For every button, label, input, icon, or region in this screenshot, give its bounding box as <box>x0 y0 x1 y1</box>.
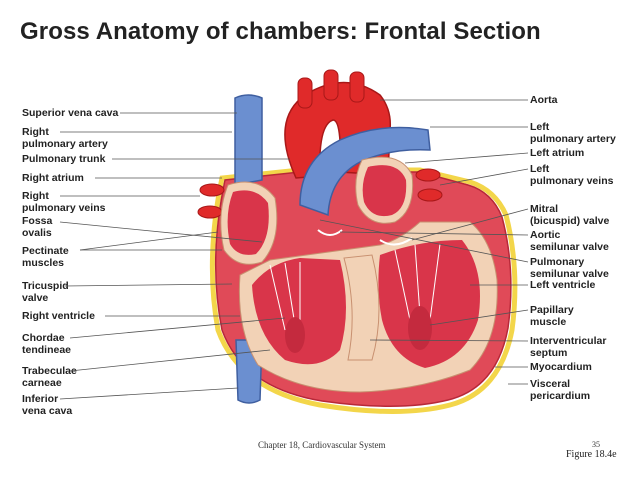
label-left-pulmonary-veins: Left pulmonary veins <box>530 163 614 187</box>
label-aorta: Aorta <box>530 94 558 106</box>
label-aortic-semilunar-valve: Aortic semilunar valve <box>530 229 609 253</box>
pulmonary-trunk-vessel <box>299 126 431 217</box>
label-pulmonary-trunk: Pulmonary trunk <box>22 153 106 165</box>
left-pulmonary-vein-2 <box>417 188 443 202</box>
left-ventricle-chamber <box>378 240 480 368</box>
interventricular-septum-wall <box>343 254 380 361</box>
aortic-branch-3 <box>349 71 365 103</box>
aortic-branch-2 <box>323 69 339 101</box>
label-chordae-tendineae: Chordae tendineae <box>22 332 72 356</box>
label-mitral-valve: Mitral (bicuspid) valve <box>530 203 610 227</box>
label-right-pulmonary-artery: Right pulmonary artery <box>22 126 108 150</box>
papillary-muscle-left <box>408 306 432 350</box>
right-pulmonary-vein-1 <box>199 183 225 197</box>
label-inferior-vena-cava: Inferior vena cava <box>22 393 73 417</box>
papillary-muscle-right <box>285 317 305 353</box>
label-right-ventricle: Right ventricle <box>22 310 95 322</box>
label-fossa-ovalis: Fossa ovalis <box>22 215 53 239</box>
label-pectinate-muscles: Pectinate muscles <box>22 245 69 269</box>
label-pulmonary-semilunar-valve: Pulmonary semilunar valve <box>530 256 609 280</box>
slide-title: Gross Anatomy of chambers: Frontal Secti… <box>20 18 541 45</box>
footer-chapter: Chapter 18, Cardiovascular System <box>258 440 386 450</box>
label-left-pulmonary-artery: Left pulmonary artery <box>530 121 616 145</box>
label-left-atrium: Left atrium <box>530 147 585 159</box>
label-visceral-pericardium: Visceral pericardium <box>530 378 591 402</box>
footer-page-number: 35 <box>592 440 600 449</box>
label-tricuspid-valve: Tricuspid valve <box>22 280 69 304</box>
label-left-ventricle: Left ventricle <box>530 279 596 291</box>
label-interventricular-septum: Interventricular septum <box>530 335 607 359</box>
label-papillary-muscle: Papillary muscle <box>530 304 574 328</box>
label-right-atrium: Right atrium <box>22 172 84 184</box>
right-pulmonary-vein-2 <box>197 205 223 219</box>
label-right-pulmonary-veins: Right pulmonary veins <box>22 190 106 214</box>
left-pulmonary-vein-1 <box>415 168 441 182</box>
label-trabeculae-carneae: Trabeculae carneae <box>22 365 77 389</box>
label-superior-vena-cava: Superior vena cava <box>22 107 119 119</box>
figure-reference: Figure 18.4e <box>566 449 617 460</box>
label-myocardium: Myocardium <box>530 361 592 373</box>
superior-vena-cava-vessel <box>234 94 263 186</box>
aortic-branch-1 <box>297 77 313 109</box>
